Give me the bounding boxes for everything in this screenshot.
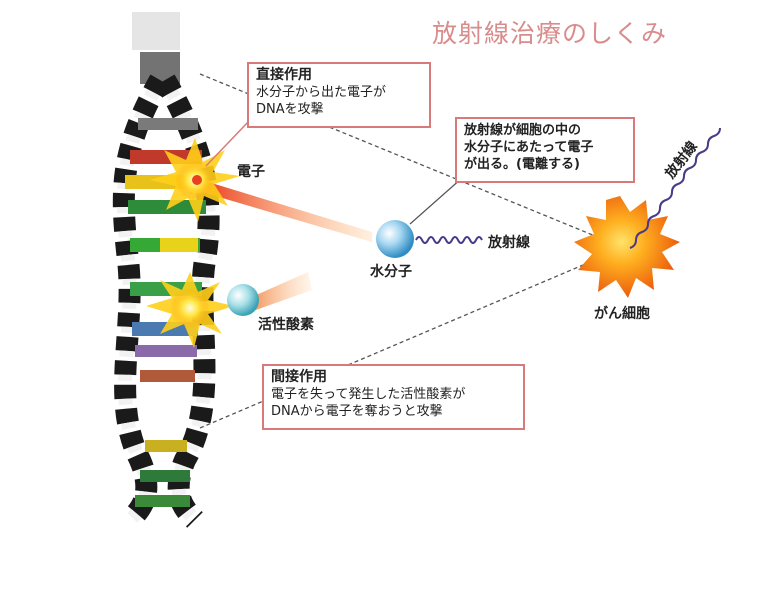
water-molecule-sphere [376,220,414,258]
cancer-cell-label: がん細胞 [594,306,650,322]
base-pair [128,200,206,214]
base-pair [160,238,198,252]
indirect-action-heading: 間接作用 [271,369,327,385]
base-pair [140,370,195,382]
dna-helix [112,12,220,528]
cancer-cell [574,196,680,298]
direct-action-line2: DNAを攻撃 [256,102,324,117]
backbone-right [155,74,220,528]
electron-label: 電子 [237,164,265,180]
direct-box-connector [205,119,251,167]
direct-action-box: 直接作用 水分子から出た電子が DNAを攻撃 [247,62,431,128]
radiation-explanation-line2: 水分子にあたって電子 [464,140,594,155]
active-oxygen-label: 活性酸素 [258,317,314,333]
radiation-explanation-box: 放射線が細胞の中の 水分子にあたって電子 が出る。(電離する) [455,117,635,183]
base-pair [135,495,190,507]
water-molecule-label: 水分子 [370,264,412,280]
radiation-label-near-water: 放射線 [488,235,530,251]
direct-action-heading: 直接作用 [256,67,312,83]
helix-top-fade [132,12,180,50]
indirect-action-line1: 電子を失って発生した活性酸素が [271,387,466,402]
base-pair [135,345,197,357]
base-pair [145,440,187,452]
backbone-left [112,74,170,528]
base-pair [140,470,190,482]
electron-flash [150,138,240,222]
radiation-box-connector [409,177,463,225]
radiation-explanation-line3: が出る。(電離する) [464,157,580,172]
active-oxygen-sphere [227,284,259,316]
base-pair [138,118,198,130]
indirect-action-line2: DNAから電子を奪おうと攻撃 [271,404,443,419]
oxygen-flash [146,272,234,348]
backbone-left-beads [116,76,167,525]
radiation-wave-incoming [629,127,721,249]
radiation-wave-short [415,236,483,244]
oxygen-beam [245,272,312,312]
indirect-action-box: 間接作用 電子を失って発生した活性酸素が DNAから電子を奪おうと攻撃 [262,364,525,430]
radiation-explanation-line1: 放射線が細胞の中の [464,123,582,138]
direct-action-line1: 水分子から出た電子が [256,85,387,100]
electron-beam [195,178,372,242]
page-title: 放射線治療のしくみ [432,19,668,48]
